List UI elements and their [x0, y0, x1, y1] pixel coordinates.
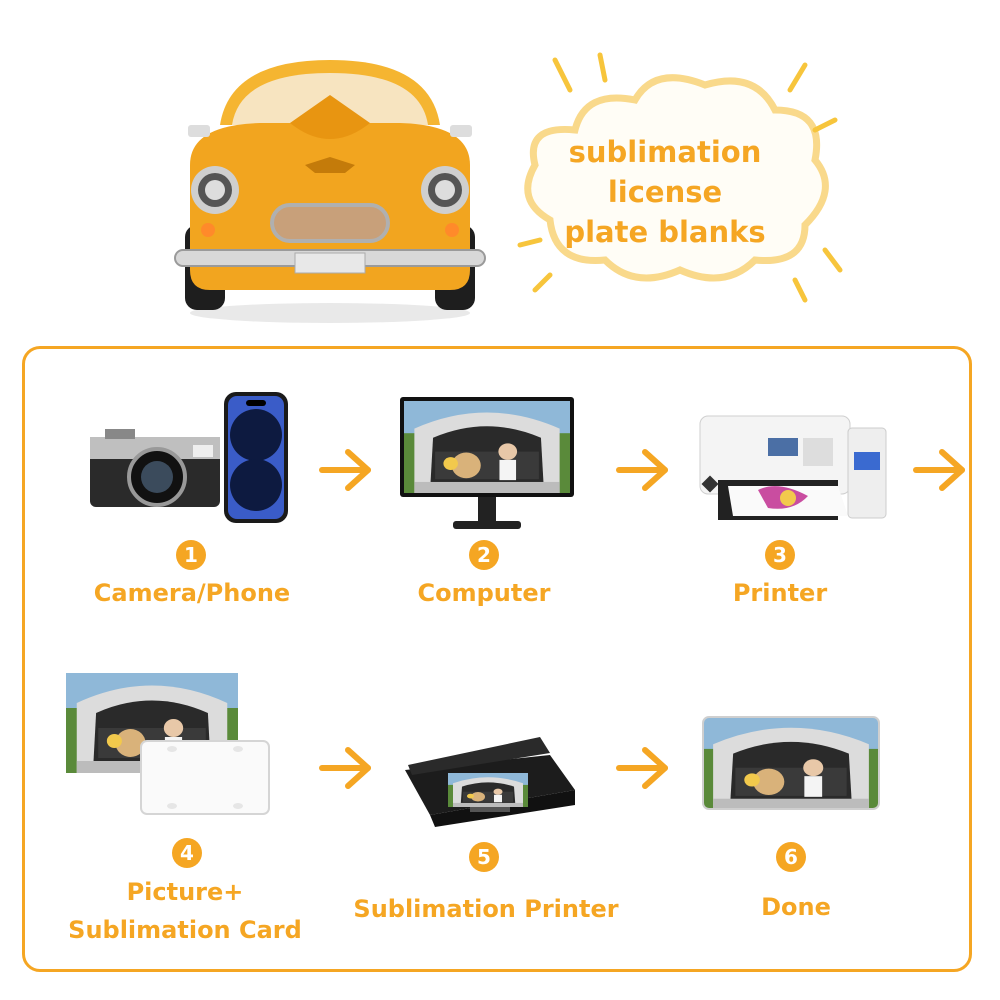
- step-label-6: Done: [761, 893, 831, 921]
- step-label-4-line-1: Picture+: [126, 878, 244, 906]
- step-number-1: 1: [176, 540, 206, 570]
- headline-line-1: sublimation: [568, 135, 762, 169]
- arrow-right-icon: [319, 449, 371, 491]
- step-label-4-line-2: Sublimation Card: [68, 916, 302, 944]
- phone-icon: [224, 392, 288, 523]
- blank-plate-icon: [140, 740, 270, 815]
- monitor-icon: [400, 397, 574, 529]
- step-label-4: Picture+ Sublimation Card: [60, 873, 310, 949]
- arrow-right-icon: [319, 747, 371, 789]
- steps-frame: [22, 346, 972, 972]
- step-number-3: 3: [765, 540, 795, 570]
- finished-plate-icon: [702, 716, 880, 810]
- arrow-right-icon: [616, 747, 668, 789]
- headline-line-2: license: [607, 175, 723, 209]
- step-number-5: 5: [469, 842, 499, 872]
- cloud-icon: [517, 52, 843, 303]
- step-label-2: Computer: [417, 579, 551, 607]
- scanner-icon: [405, 737, 575, 827]
- arrow-right-icon: [616, 449, 668, 491]
- arrow-right-icon: [913, 449, 965, 491]
- step-number-4: 4: [172, 838, 202, 868]
- yellow-car-icon: [174, 60, 486, 323]
- printer-icon: [699, 415, 887, 520]
- step-label-3: Printer: [732, 579, 828, 607]
- step-number-6: 6: [776, 842, 806, 872]
- step-number-2: 2: [469, 540, 499, 570]
- headline-line-3: plate blanks: [564, 215, 766, 249]
- step-label-1: Camera/Phone: [93, 579, 291, 607]
- headline: sublimation license plate blanks: [540, 132, 790, 252]
- camera-icon: [90, 429, 220, 507]
- step-label-5: Sublimation Printer: [353, 895, 619, 923]
